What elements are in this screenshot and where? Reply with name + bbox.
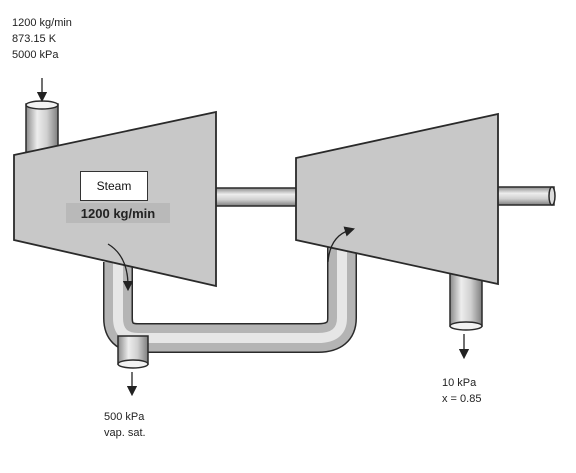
shaft (213, 187, 301, 207)
extraction-pipe (117, 335, 149, 365)
steam-label: Steam (80, 171, 148, 201)
inlet-temperature-label: 873.15 K (12, 33, 57, 45)
exhaust-pipe-opening (449, 321, 483, 331)
inlet-flow-label: 1200 kg/min (12, 17, 72, 29)
extraction-pressure-label: 500 kPa (104, 411, 145, 423)
turbine-flow-label: 1200 kg/min (66, 203, 170, 223)
shaft-output (495, 186, 555, 206)
exhaust-quality-label: x = 0.85 (442, 393, 482, 405)
shaft-end (548, 186, 556, 206)
inlet-pipe-opening (25, 100, 59, 110)
turbine-2-body (295, 112, 499, 286)
inlet-pressure-label: 5000 kPa (12, 49, 59, 61)
extraction-pipe-opening (117, 359, 149, 369)
extraction-state-label: vap. sat. (104, 427, 146, 439)
crossover-flow-arrow (327, 226, 355, 263)
extraction-flow-arrow (107, 243, 134, 292)
exhaust-pressure-label: 10 kPa (442, 377, 477, 389)
